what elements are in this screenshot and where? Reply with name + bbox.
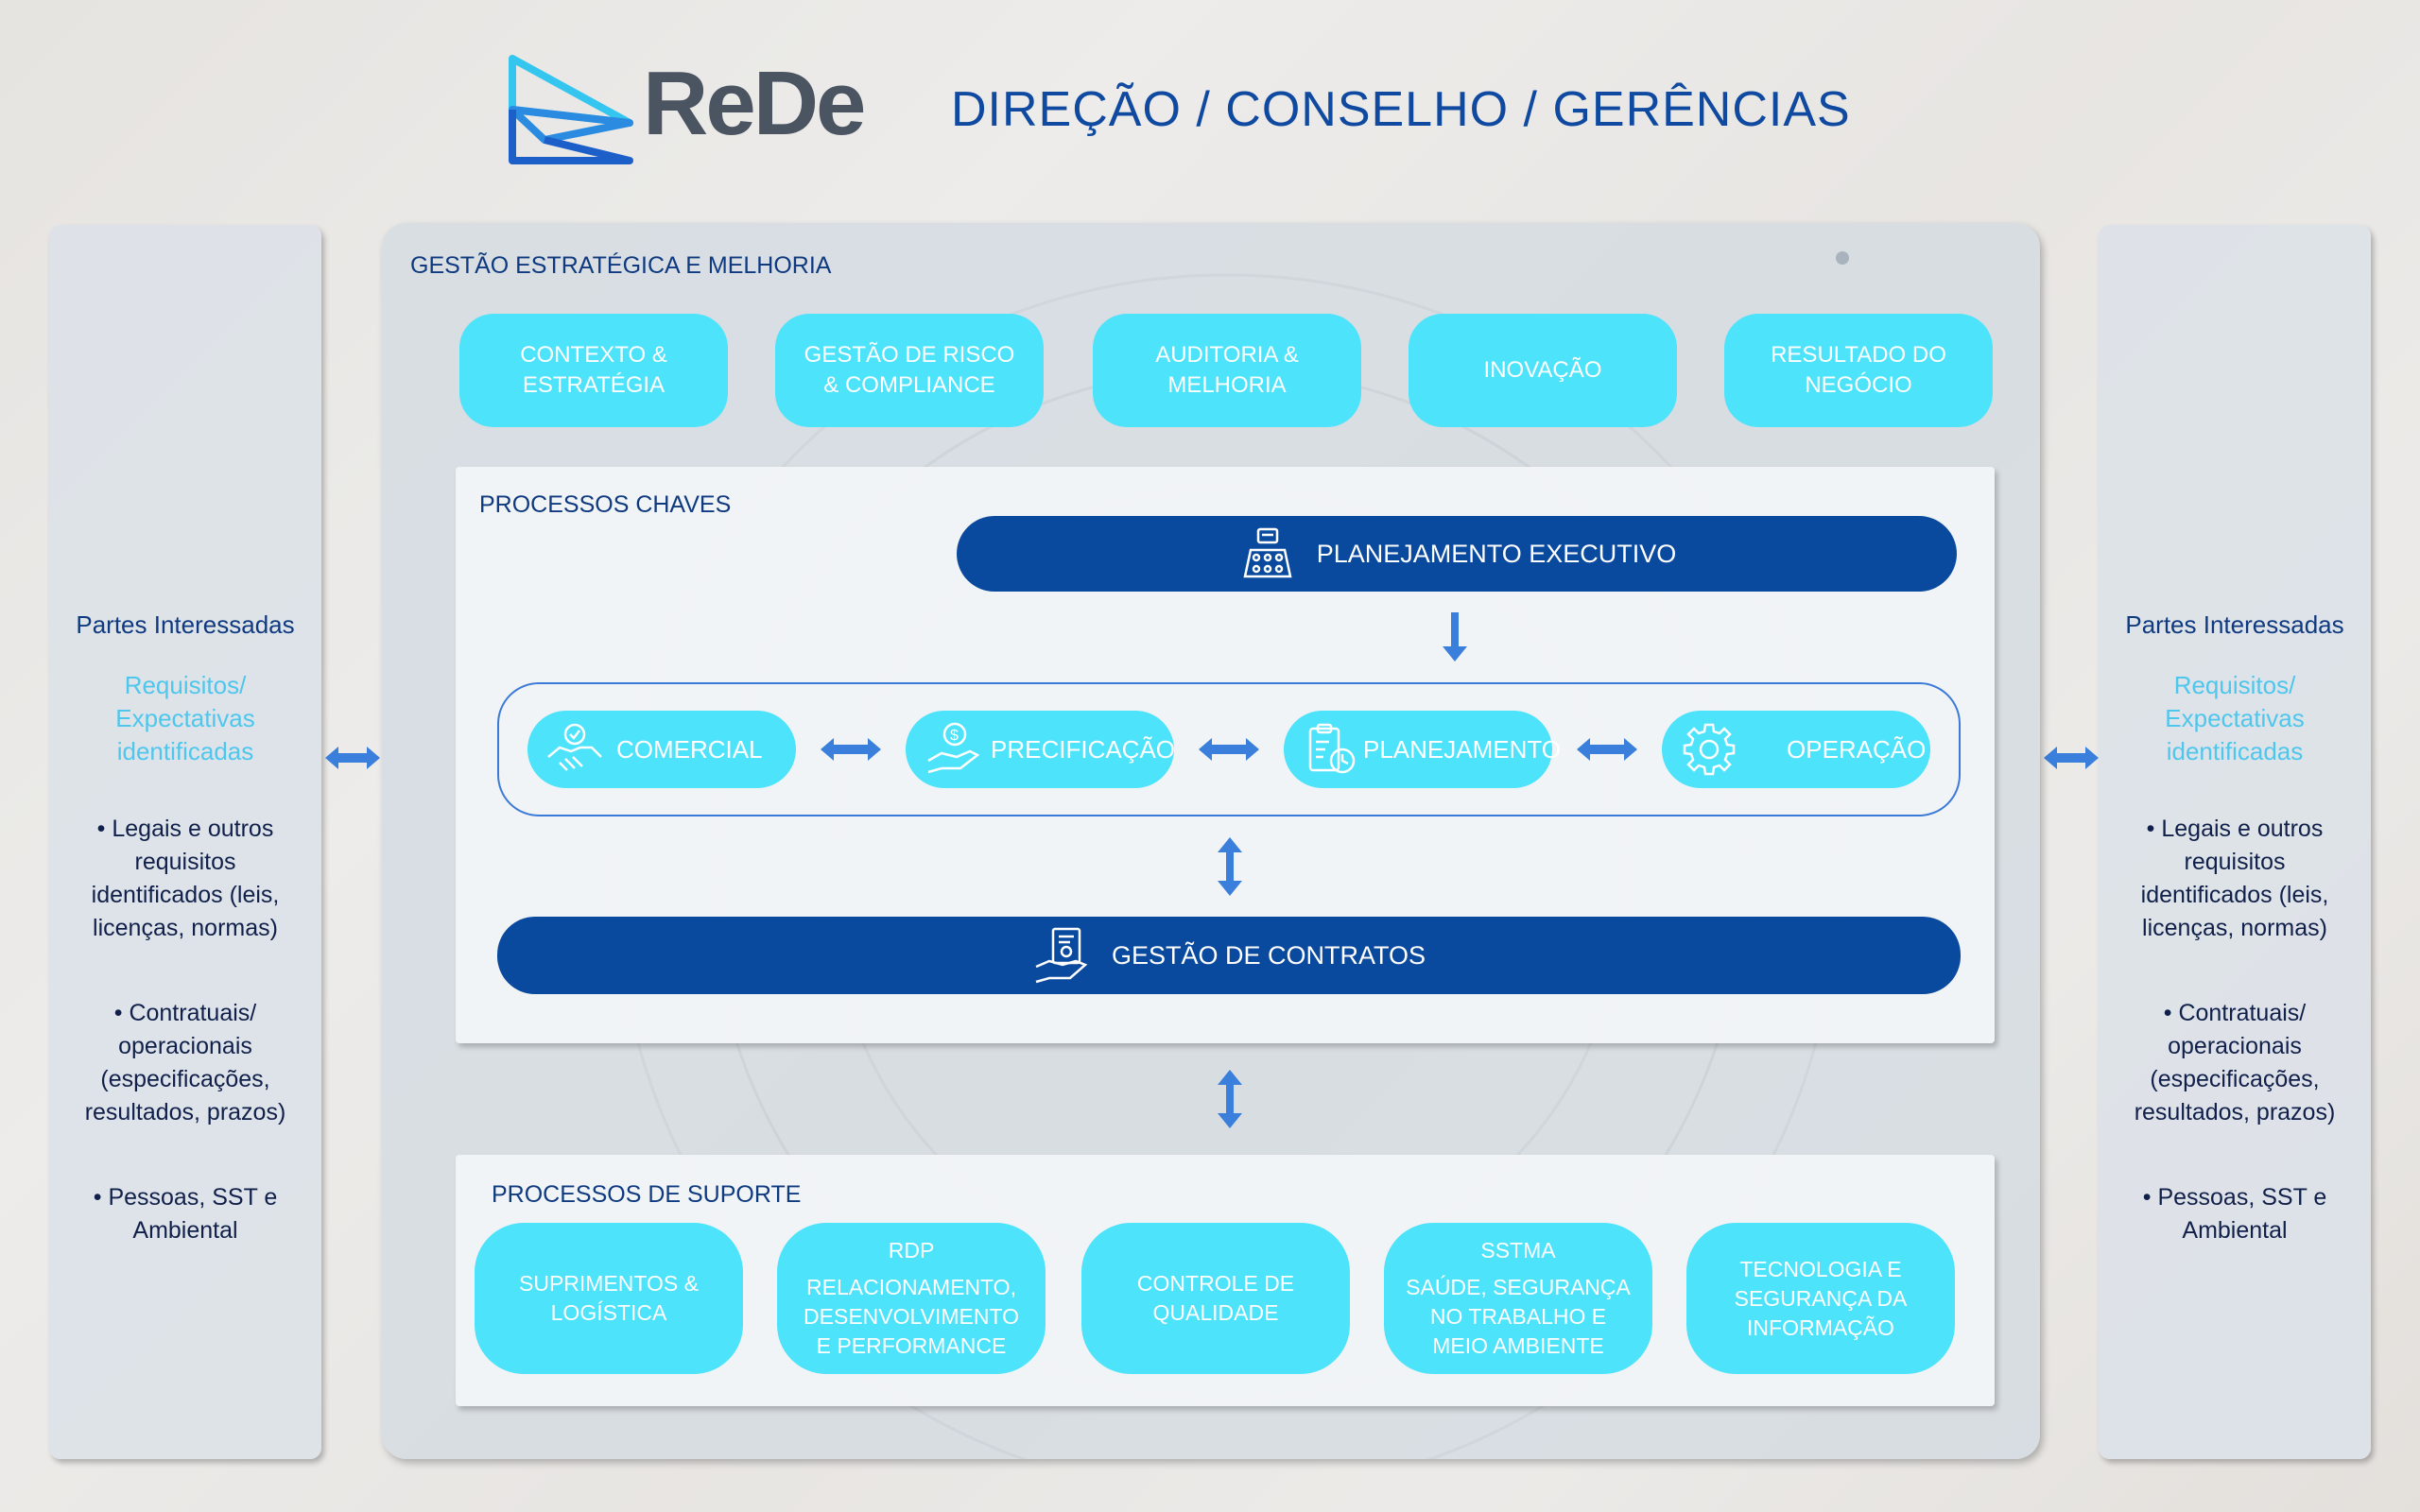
- money-hand-icon: $: [927, 722, 980, 774]
- requirements-label: Requisitos/ Expectativas identificadas: [115, 671, 255, 765]
- bullet-contractual: • Contratuais/ operacionais (especificaç…: [84, 1000, 286, 1125]
- contract-management-label: GESTÃO DE CONTRATOS: [1111, 940, 1426, 970]
- strategic-item-risk: GESTÃO DE RISCO & COMPLIANCE: [775, 314, 1044, 427]
- bullet-legal: • Legais e outros requisitos identificad…: [91, 816, 280, 941]
- double-arrow-left-icon: [325, 747, 380, 769]
- indicator-dot: [1836, 251, 1849, 265]
- core-flow-frame: [497, 682, 1961, 816]
- support-item-technology: TECNOLOGIA E SEGURANÇA DA INFORMAÇÃO: [1686, 1223, 1955, 1374]
- support-item-supplies: SUPRIMENTOS & LOGÍSTICA: [475, 1223, 743, 1374]
- gear-icon: [1683, 723, 1736, 776]
- executive-planning-label: PLANEJAMENTO EXECUTIVO: [1316, 539, 1677, 568]
- strategic-item-context: CONTEXTO & ESTRATÉGIA: [459, 314, 728, 427]
- key-processes-title: PROCESSOS CHAVES: [479, 491, 732, 518]
- contract-management-bar: GESTÃO DE CONTRATOS: [497, 917, 1961, 994]
- bullet-legal: • Legais e outros requisitos identificad…: [2140, 816, 2329, 941]
- double-arrow-2-icon: [1199, 738, 1259, 761]
- support-item-quality: CONTROLE DE QUALIDADE: [1081, 1223, 1350, 1374]
- contract-hand-icon: [1035, 927, 1088, 984]
- stakeholders-heading: Partes Interessadas: [76, 610, 295, 639]
- process-pricing: $ PRECIFICAÇÃO: [906, 711, 1176, 788]
- process-planning-label: PLANEJAMENTO: [1363, 734, 1562, 764]
- strategic-item-result: RESULTADO DO NEGÓCIO: [1724, 314, 1993, 427]
- bullet-contractual: • Contratuais/ operacionais (especificaç…: [2134, 1000, 2336, 1125]
- handshake-icon: [547, 723, 602, 771]
- strategic-item-innovation: INOVAÇÃO: [1409, 314, 1677, 427]
- executive-planning-bar: PLANEJAMENTO EXECUTIVO: [957, 516, 1957, 592]
- clipboard-clock-icon: [1308, 723, 1356, 774]
- support-item-rdp: RDP RELACIONAMENTO, DESENVOLVIMENTO E PE…: [777, 1223, 1046, 1374]
- double-arrow-vertical-2-icon: [1218, 1070, 1242, 1128]
- process-pricing-label: PRECIFICAÇÃO: [991, 734, 1176, 764]
- logo-text: ReDe: [643, 53, 866, 154]
- support-processes-title: PROCESSOS DE SUPORTE: [492, 1181, 802, 1208]
- process-operation: OPERAÇÃO: [1662, 711, 1930, 788]
- arrow-down-icon: [1443, 612, 1467, 662]
- stakeholders-heading: Partes Interessadas: [2125, 610, 2344, 639]
- strategic-item-audit: AUDITORIA & MELHORIA: [1093, 314, 1361, 427]
- process-commercial-label: COMERCIAL: [616, 734, 763, 764]
- support-item-sstma: SSTMA SAÚDE, SEGURANÇA NO TRABALHO E MEI…: [1384, 1223, 1652, 1374]
- planning-board-icon: [1243, 527, 1292, 578]
- stakeholders-panel-left: Partes Interessadas Requisitos/ Expectat…: [49, 225, 321, 1459]
- double-arrow-1-icon: [821, 738, 881, 761]
- double-arrow-right-icon: [2044, 747, 2099, 769]
- bullet-people: • Pessoas, SST e Ambiental: [93, 1184, 278, 1244]
- process-commercial: COMERCIAL: [527, 711, 796, 788]
- strategic-title: GESTÃO ESTRATÉGICA E MELHORIA: [410, 252, 832, 279]
- process-operation-label: OPERAÇÃO: [1787, 734, 1927, 764]
- svg-text:$: $: [950, 728, 959, 744]
- double-arrow-3-icon: [1577, 738, 1637, 761]
- stakeholders-panel-right: Partes Interessadas Requisitos/ Expectat…: [2099, 225, 2371, 1459]
- double-arrow-vertical-icon: [1218, 837, 1242, 896]
- page-title: DIREÇÃO / CONSELHO / GERÊNCIAS: [951, 82, 1851, 137]
- process-planning: PLANEJAMENTO: [1284, 711, 1561, 788]
- requirements-label: Requisitos/ Expectativas identificadas: [2165, 671, 2305, 765]
- bullet-people: • Pessoas, SST e Ambiental: [2142, 1184, 2327, 1244]
- rede-logo-icon: [509, 55, 633, 164]
